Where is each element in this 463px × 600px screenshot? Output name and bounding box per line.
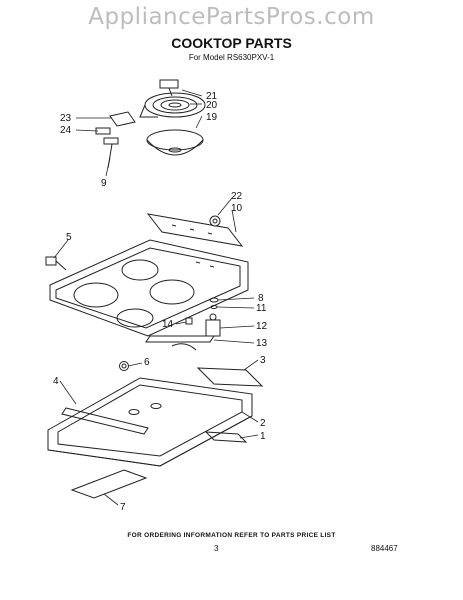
callout-24: 24 (60, 125, 72, 136)
callout-4: 4 (53, 376, 59, 387)
cooktop-top (49, 239, 249, 337)
callout-7: 7 (120, 502, 126, 513)
callout-8: 8 (258, 293, 264, 304)
callout-12: 12 (256, 321, 268, 332)
model-subtitle: For Model RS630PXV-1 (188, 53, 275, 62)
surface-element (139, 79, 206, 118)
document-number: 884467 (371, 544, 398, 553)
callout-13: 13 (256, 338, 268, 349)
callout-1: 1 (260, 431, 266, 442)
callout-3: 3 (260, 355, 266, 366)
callout-11: 11 (256, 303, 267, 314)
support-rail (204, 431, 248, 443)
receptacle-bracket (95, 111, 136, 169)
plug-button (119, 361, 129, 371)
control-panel-strip (146, 213, 244, 247)
callout-9: 9 (101, 178, 107, 189)
callout-6: 6 (144, 357, 150, 368)
leader-lines (53, 89, 259, 506)
cross-bar (61, 407, 149, 435)
ordering-note: FOR ORDERING INFORMATION REFER TO PARTS … (127, 532, 336, 539)
switch-bracket (145, 317, 215, 351)
callout-20: 20 (206, 100, 218, 111)
callout-10: 10 (231, 203, 243, 214)
watermark: AppliancePartsPros.com (88, 4, 375, 30)
callout-14: 14 (162, 319, 174, 330)
diagram-title: COOKTOP PARTS (171, 35, 292, 51)
callout-2: 2 (260, 418, 266, 429)
callout-labels: 21 20 19 23 24 9 22 10 5 8 11 14 12 13 6… (53, 91, 268, 513)
callout-22: 22 (231, 191, 243, 202)
corner-clip (45, 256, 67, 271)
callout-5: 5 (66, 232, 72, 243)
callout-23: 23 (60, 113, 72, 124)
drip-bowl (146, 129, 204, 156)
callout-19: 19 (206, 112, 218, 123)
rear-channel (196, 367, 264, 387)
callout-21: 21 (206, 91, 218, 102)
bottom-bracket (70, 469, 148, 499)
page-number: 3 (214, 544, 219, 553)
burner-box (47, 377, 253, 467)
